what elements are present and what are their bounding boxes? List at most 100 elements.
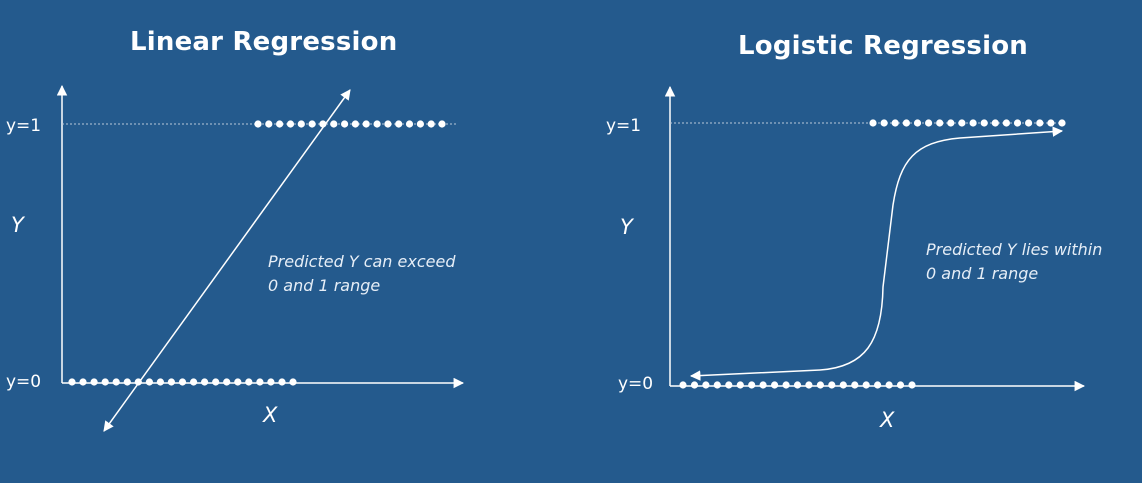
y0-data-points (679, 381, 916, 389)
data-point (980, 119, 988, 127)
data-point (234, 378, 242, 386)
y-axis-label: Y (620, 215, 633, 239)
x-axis-label: X (880, 408, 895, 432)
data-point (351, 120, 359, 128)
x-axis-label: X (263, 403, 278, 427)
data-point (991, 119, 999, 127)
data-point (112, 378, 120, 386)
data-point (145, 378, 153, 386)
data-point (190, 378, 198, 386)
data-point (793, 381, 802, 389)
data-point (874, 381, 882, 389)
data-point (79, 378, 87, 386)
data-point (362, 120, 370, 128)
data-point (245, 378, 253, 386)
data-point (319, 120, 327, 128)
data-point (427, 120, 435, 128)
data-point (679, 381, 687, 389)
data-point (925, 119, 933, 127)
data-point (289, 378, 297, 386)
data-point (101, 378, 109, 386)
logistic-annotation-line-1: Predicted Y lies within (926, 240, 1103, 259)
logistic-regression-title: Logistic Regression (738, 31, 1028, 61)
data-point (1058, 119, 1066, 127)
linear-annotation: Predicted Y can exceed 0 and 1 range (268, 250, 455, 298)
y0-label: y=0 (618, 374, 654, 394)
data-point (167, 378, 175, 386)
data-point (913, 119, 922, 127)
data-point (123, 378, 131, 386)
data-point (902, 119, 910, 127)
data-point (771, 381, 779, 389)
data-point (885, 381, 893, 389)
data-point (1036, 119, 1044, 127)
data-point (416, 120, 424, 128)
sigmoid-curve (689, 126, 1064, 381)
data-point (297, 120, 305, 128)
logistic-regression-panel: Logistic Regression y=1 y=0 Y X Predicte… (590, 0, 1142, 483)
linear-annotation-line-1: Predicted Y can exceed (268, 252, 456, 271)
logistic-regression-plot (664, 85, 1086, 392)
data-point (947, 119, 955, 127)
data-point (438, 120, 446, 128)
y1-data-points (254, 120, 446, 128)
linear-regression-title: Linear Regression (130, 27, 398, 57)
data-point (736, 381, 744, 389)
linear-regression-panel: Linear Regression y=1 y=0 Y X Predicted … (0, 0, 540, 483)
data-point (869, 119, 877, 127)
y-axis-label: Y (11, 213, 24, 237)
data-point (308, 120, 316, 128)
data-point (341, 120, 349, 128)
data-point (782, 381, 790, 389)
data-point (254, 120, 262, 128)
data-point (908, 381, 916, 389)
data-point (276, 120, 284, 128)
logistic-annotation-line-2: 0 and 1 range (926, 264, 1039, 283)
data-point (223, 378, 231, 386)
data-point (265, 120, 273, 128)
data-point (68, 378, 76, 386)
data-point (256, 378, 264, 386)
data-point (1025, 119, 1033, 127)
data-point (880, 119, 888, 127)
data-point (330, 120, 338, 128)
y1-data-points (869, 119, 1066, 127)
data-point (891, 119, 899, 127)
data-point (828, 381, 836, 389)
y0-label: y=0 (6, 372, 42, 392)
data-point (267, 378, 275, 386)
data-point (405, 120, 414, 128)
data-point (713, 381, 721, 389)
data-point (373, 120, 381, 128)
data-point (748, 381, 756, 389)
data-point (384, 120, 392, 128)
data-point (805, 381, 813, 389)
linear-regression-plot (56, 84, 465, 432)
data-point (178, 378, 187, 386)
data-point (1013, 119, 1022, 127)
data-point (212, 378, 220, 386)
data-point (816, 381, 824, 389)
logistic-annotation: Predicted Y lies within 0 and 1 range (926, 238, 1102, 286)
data-point (896, 381, 905, 389)
data-point (134, 378, 142, 386)
data-point (1002, 119, 1010, 127)
data-point (395, 120, 403, 128)
data-point (839, 381, 847, 389)
linear-annotation-line-2: 0 and 1 range (268, 276, 381, 295)
data-point (1047, 119, 1055, 127)
data-point (690, 381, 699, 389)
data-point (969, 119, 977, 127)
data-point (286, 120, 295, 128)
data-point (958, 119, 966, 127)
data-point (90, 378, 98, 386)
data-point (725, 381, 733, 389)
y1-label: y=1 (6, 116, 42, 136)
data-point (936, 119, 944, 127)
data-point (702, 381, 710, 389)
data-point (851, 381, 859, 389)
y1-label: y=1 (606, 116, 642, 136)
data-point (201, 378, 209, 386)
linear-fit-line (103, 89, 351, 432)
data-point (862, 381, 870, 389)
